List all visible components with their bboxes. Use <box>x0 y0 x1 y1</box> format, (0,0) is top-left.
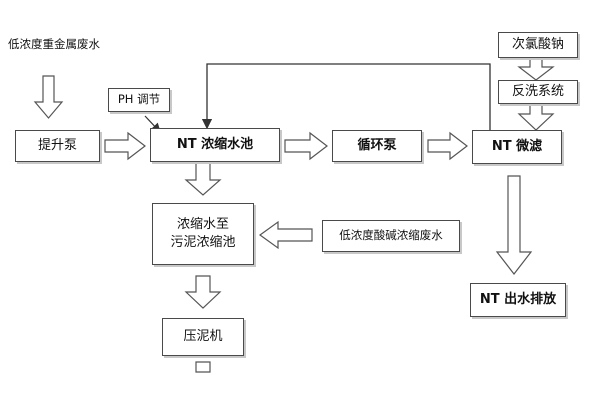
recycle-line <box>201 63 491 130</box>
arrow-backwash-to-filter <box>517 103 555 131</box>
sludge-line-2: 污泥浓缩池 <box>170 235 236 250</box>
node-nt-tank: NT 浓缩水池 <box>150 128 280 162</box>
arrow-filter-to-discharge <box>495 175 533 275</box>
node-low-metal-wastewater: 低浓度重金属废水 <box>2 30 130 60</box>
arrow-acidalkali-to-sludge <box>258 220 313 250</box>
node-sludge-thickener: 浓缩水至 污泥浓缩池 <box>152 203 254 265</box>
node-backwash-system: 反洗系统 <box>498 80 578 104</box>
sludge-line-1: 浓缩水至 <box>176 217 229 233</box>
node-ph-adjust: PH 调节 <box>108 88 170 112</box>
node-filter-press: 压泥机 <box>162 318 244 356</box>
node-sodium-hypochlorite: 次氯酸钠 <box>498 32 578 58</box>
node-circulation-pump: 循环泵 <box>332 130 422 162</box>
node-acid-alkali-wastewater: 低浓度酸碱浓缩废水 <box>322 220 460 252</box>
arrow-sludge-to-press <box>184 275 222 309</box>
node-nt-discharge: NT 出水排放 <box>470 283 566 317</box>
arrow-tank-to-pump <box>284 131 328 161</box>
arrow-metal-to-lift <box>33 75 64 119</box>
arrow-tank-to-sludge <box>184 162 222 196</box>
node-lift-pump: 提升泵 <box>15 130 100 162</box>
arrow-naclo-to-backwash <box>517 57 555 81</box>
arrow-lift-to-tank <box>104 131 146 161</box>
arrow-press-out <box>195 361 211 373</box>
arrow-pump-to-filter <box>427 131 468 161</box>
node-nt-microfilter: NT 微滤 <box>472 130 562 164</box>
